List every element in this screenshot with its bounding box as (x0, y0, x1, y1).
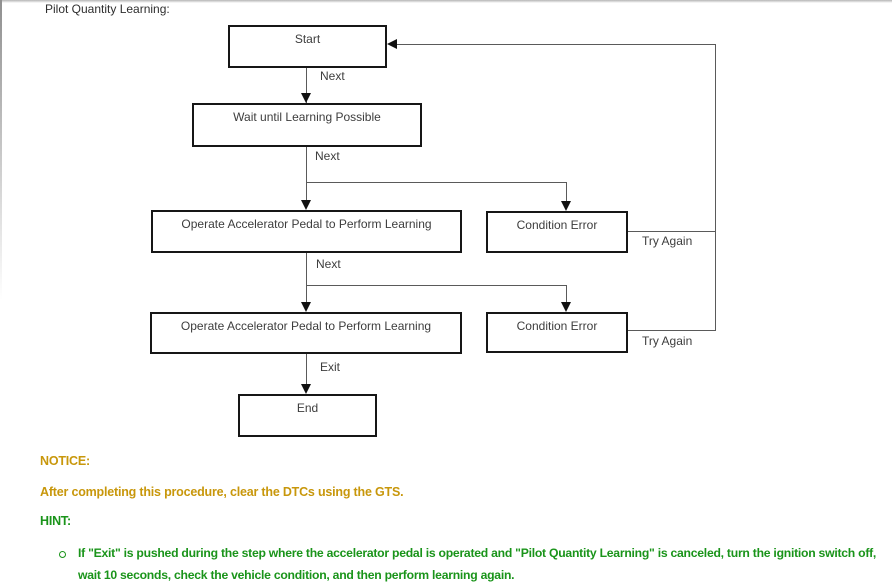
connector-branch1-to-operate1 (306, 182, 307, 202)
arrowhead-down-icon (301, 302, 311, 312)
connector-operate1-down (306, 253, 307, 286)
connector-conderror1-right (628, 231, 716, 232)
connector-conderror2-right (628, 330, 716, 331)
flowchart-node-end: End (238, 394, 377, 437)
arrowhead-down-icon (301, 200, 311, 210)
connector-operate2-to-end (306, 354, 307, 387)
edge-label-next-1: Next (320, 69, 345, 83)
edge-label-try-again-1: Try Again (642, 234, 693, 248)
connector-wait-down (306, 147, 307, 183)
arrowhead-down-icon (561, 201, 571, 211)
notice-body-text: After completing this procedure, clear t… (40, 485, 404, 499)
left-edge-shadow (0, 0, 2, 300)
connector-return-vertical (715, 44, 716, 331)
connector-branch1-to-conderror1 (566, 182, 567, 202)
hint-heading: HINT: (40, 514, 71, 528)
flowchart-node-operate-accelerator-2: Operate Accelerator Pedal to Perform Lea… (150, 312, 462, 354)
flowchart-node-start: Start (228, 25, 387, 68)
bullet-circle-icon (59, 551, 66, 558)
page-title: Pilot Quantity Learning: (45, 2, 170, 16)
edge-label-try-again-2: Try Again (642, 334, 693, 348)
arrowhead-down-icon (561, 302, 571, 312)
flowchart-node-operate-accelerator-1: Operate Accelerator Pedal to Perform Lea… (151, 210, 462, 253)
arrowhead-down-icon (301, 384, 311, 394)
notice-heading: NOTICE: (40, 454, 90, 468)
connector-branch2-to-conderror2 (566, 285, 567, 303)
top-edge-shadow (0, 0, 892, 3)
edge-label-next-2: Next (315, 149, 340, 163)
edge-label-exit: Exit (320, 360, 341, 374)
edge-label-next-3: Next (316, 257, 341, 271)
arrowhead-left-icon (387, 39, 397, 49)
hint-item-text: If "Exit" is pushed during the step wher… (78, 546, 877, 582)
arrowhead-down-icon (301, 93, 311, 103)
flowchart-node-condition-error-2: Condition Error (486, 312, 628, 353)
connector-branch-2 (306, 285, 567, 286)
connector-branch2-to-operate2 (306, 285, 307, 303)
connector-branch-1 (306, 182, 567, 183)
connector-return-to-start (396, 44, 716, 45)
connector-start-to-wait (306, 68, 307, 103)
flowchart-node-condition-error-1: Condition Error (486, 211, 628, 253)
flowchart-node-wait-until-learning-possible: Wait until Learning Possible (192, 103, 422, 147)
